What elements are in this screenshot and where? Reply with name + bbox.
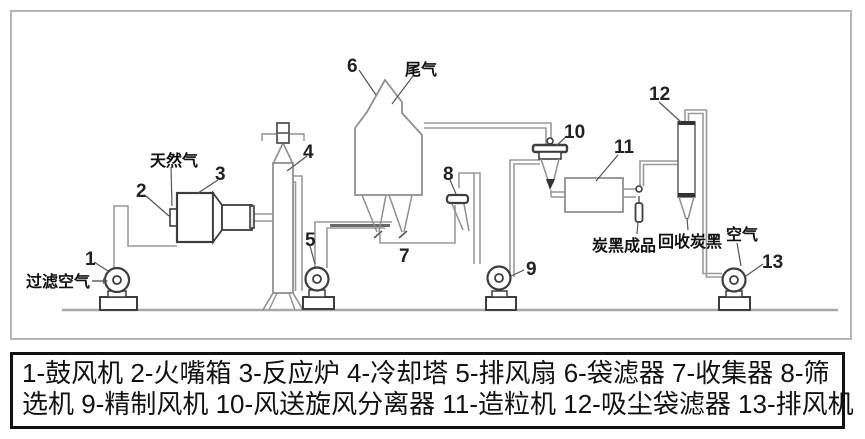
bag-filter-6 <box>354 78 423 239</box>
callout-11: 11 <box>614 137 635 158</box>
callout-9: 9 <box>526 259 537 280</box>
label-recovered-carbon-black: 回收炭黑 <box>658 232 722 251</box>
product-outlet <box>634 185 644 223</box>
diagram-frame <box>10 10 852 340</box>
granulator-11 <box>564 177 624 213</box>
pipes <box>113 109 722 291</box>
callout-8: 8 <box>443 164 454 185</box>
label-natural-gas: 天然气 <box>150 151 198 170</box>
callout-5: 5 <box>305 230 316 251</box>
blower-1 <box>99 266 138 311</box>
callout-4: 4 <box>303 142 314 163</box>
callout-1: 1 <box>85 249 96 270</box>
legend-line-2: 选机 9-精制风机 10-风送旋风分离器 11-造粒机 12-吸尘袋滤器 13-… <box>22 389 854 419</box>
leader-lines <box>93 69 764 277</box>
sieve-8 <box>445 193 470 232</box>
callout-7: 7 <box>399 246 410 267</box>
cyclone-discharge <box>546 179 555 190</box>
label-tail-gas: 尾气 <box>405 60 437 79</box>
legend-line-1: 1-鼓风机 2-火嘴箱 3-反应炉 4-冷却塔 5-排风扇 6-袋滤器 7-收集… <box>22 358 830 388</box>
label-filtered-air: 过滤空气 <box>26 272 90 291</box>
callout-2: 2 <box>136 181 147 202</box>
hopper-valve-right <box>398 230 408 239</box>
dust-bag-filter-12 <box>677 121 696 220</box>
callout-6: 6 <box>347 56 358 77</box>
product-bag <box>634 202 644 223</box>
label-carbon-black-product: 炭黑成品 <box>592 236 656 255</box>
refining-fan-9 <box>485 265 517 311</box>
callout-10: 10 <box>564 122 585 143</box>
filtered-air-arrow <box>92 278 108 284</box>
pipe-blower-to-burner <box>113 205 177 268</box>
exhaust-fan-13 <box>718 267 751 311</box>
cyclone-separator-10 <box>531 137 569 190</box>
callout-3: 3 <box>215 164 226 185</box>
burner-box-3 <box>169 190 255 245</box>
legend-box: 1-鼓风机 2-火嘴箱 3-反应炉 4-冷却塔 5-排风扇 6-袋滤器 7-收集… <box>10 352 854 429</box>
callout-13: 13 <box>762 252 783 273</box>
label-air: 空气 <box>726 225 758 244</box>
cooling-tower-4 <box>261 122 305 311</box>
callout-12: 12 <box>649 84 670 105</box>
exhaust-fan-5 <box>302 266 335 310</box>
hopper-valve-left <box>373 230 383 239</box>
